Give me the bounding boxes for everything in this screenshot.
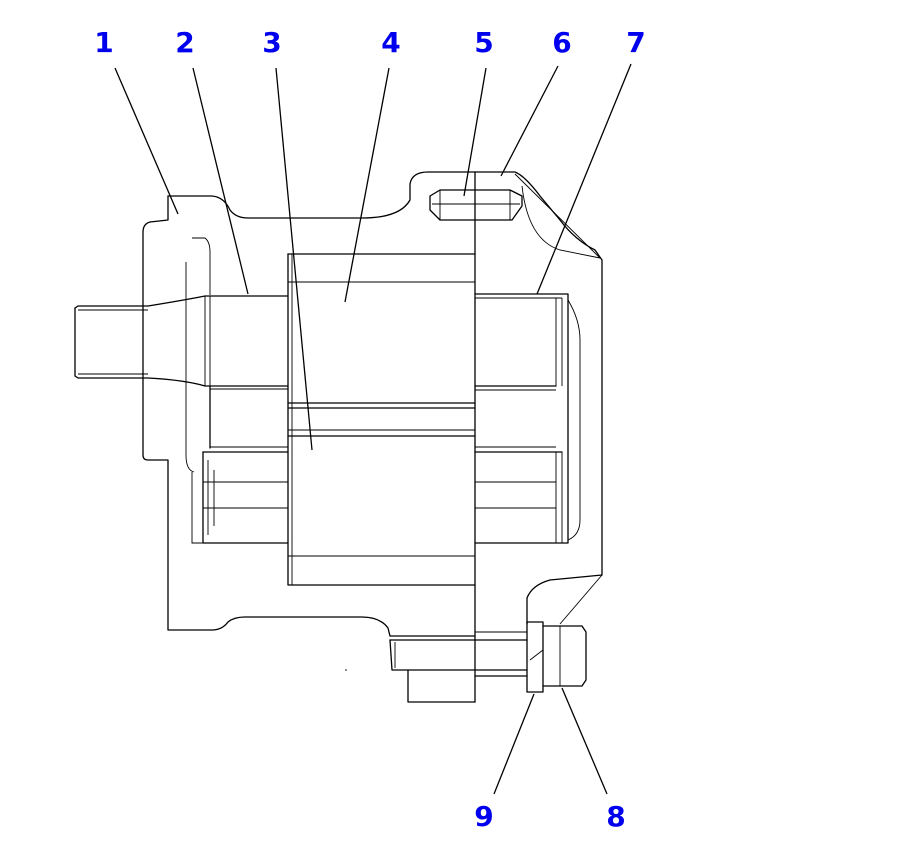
leader-2 [192,67,249,295]
leader-5 [463,67,487,197]
dowel-pin [429,189,523,221]
callout-5: 5 [474,26,493,59]
gear-set [287,253,476,586]
right-bearings [474,293,581,544]
leader-3 [275,67,313,451]
drive-shaft [74,295,289,387]
leader-9 [493,693,535,795]
callout-3: 3 [262,26,281,59]
left-bearings [202,385,289,544]
leader-4 [344,67,390,303]
callout-1: 1 [94,26,113,59]
rear-cover [474,171,603,625]
stray-dot [345,669,347,671]
leader-6 [500,65,559,177]
callout-2: 2 [175,26,194,59]
leader-1 [114,67,179,215]
leader-lines [114,63,632,795]
callout-labels: 1 2 3 4 5 6 7 8 9 [94,26,645,833]
front-housing [142,171,476,637]
bolt-and-washer [389,621,587,703]
callout-8: 8 [606,800,625,833]
callout-7: 7 [626,26,645,59]
callout-9: 9 [474,800,493,833]
callout-6: 6 [552,26,571,59]
leader-8 [561,687,608,795]
callout-4: 4 [381,26,400,59]
leader-7 [536,63,632,295]
